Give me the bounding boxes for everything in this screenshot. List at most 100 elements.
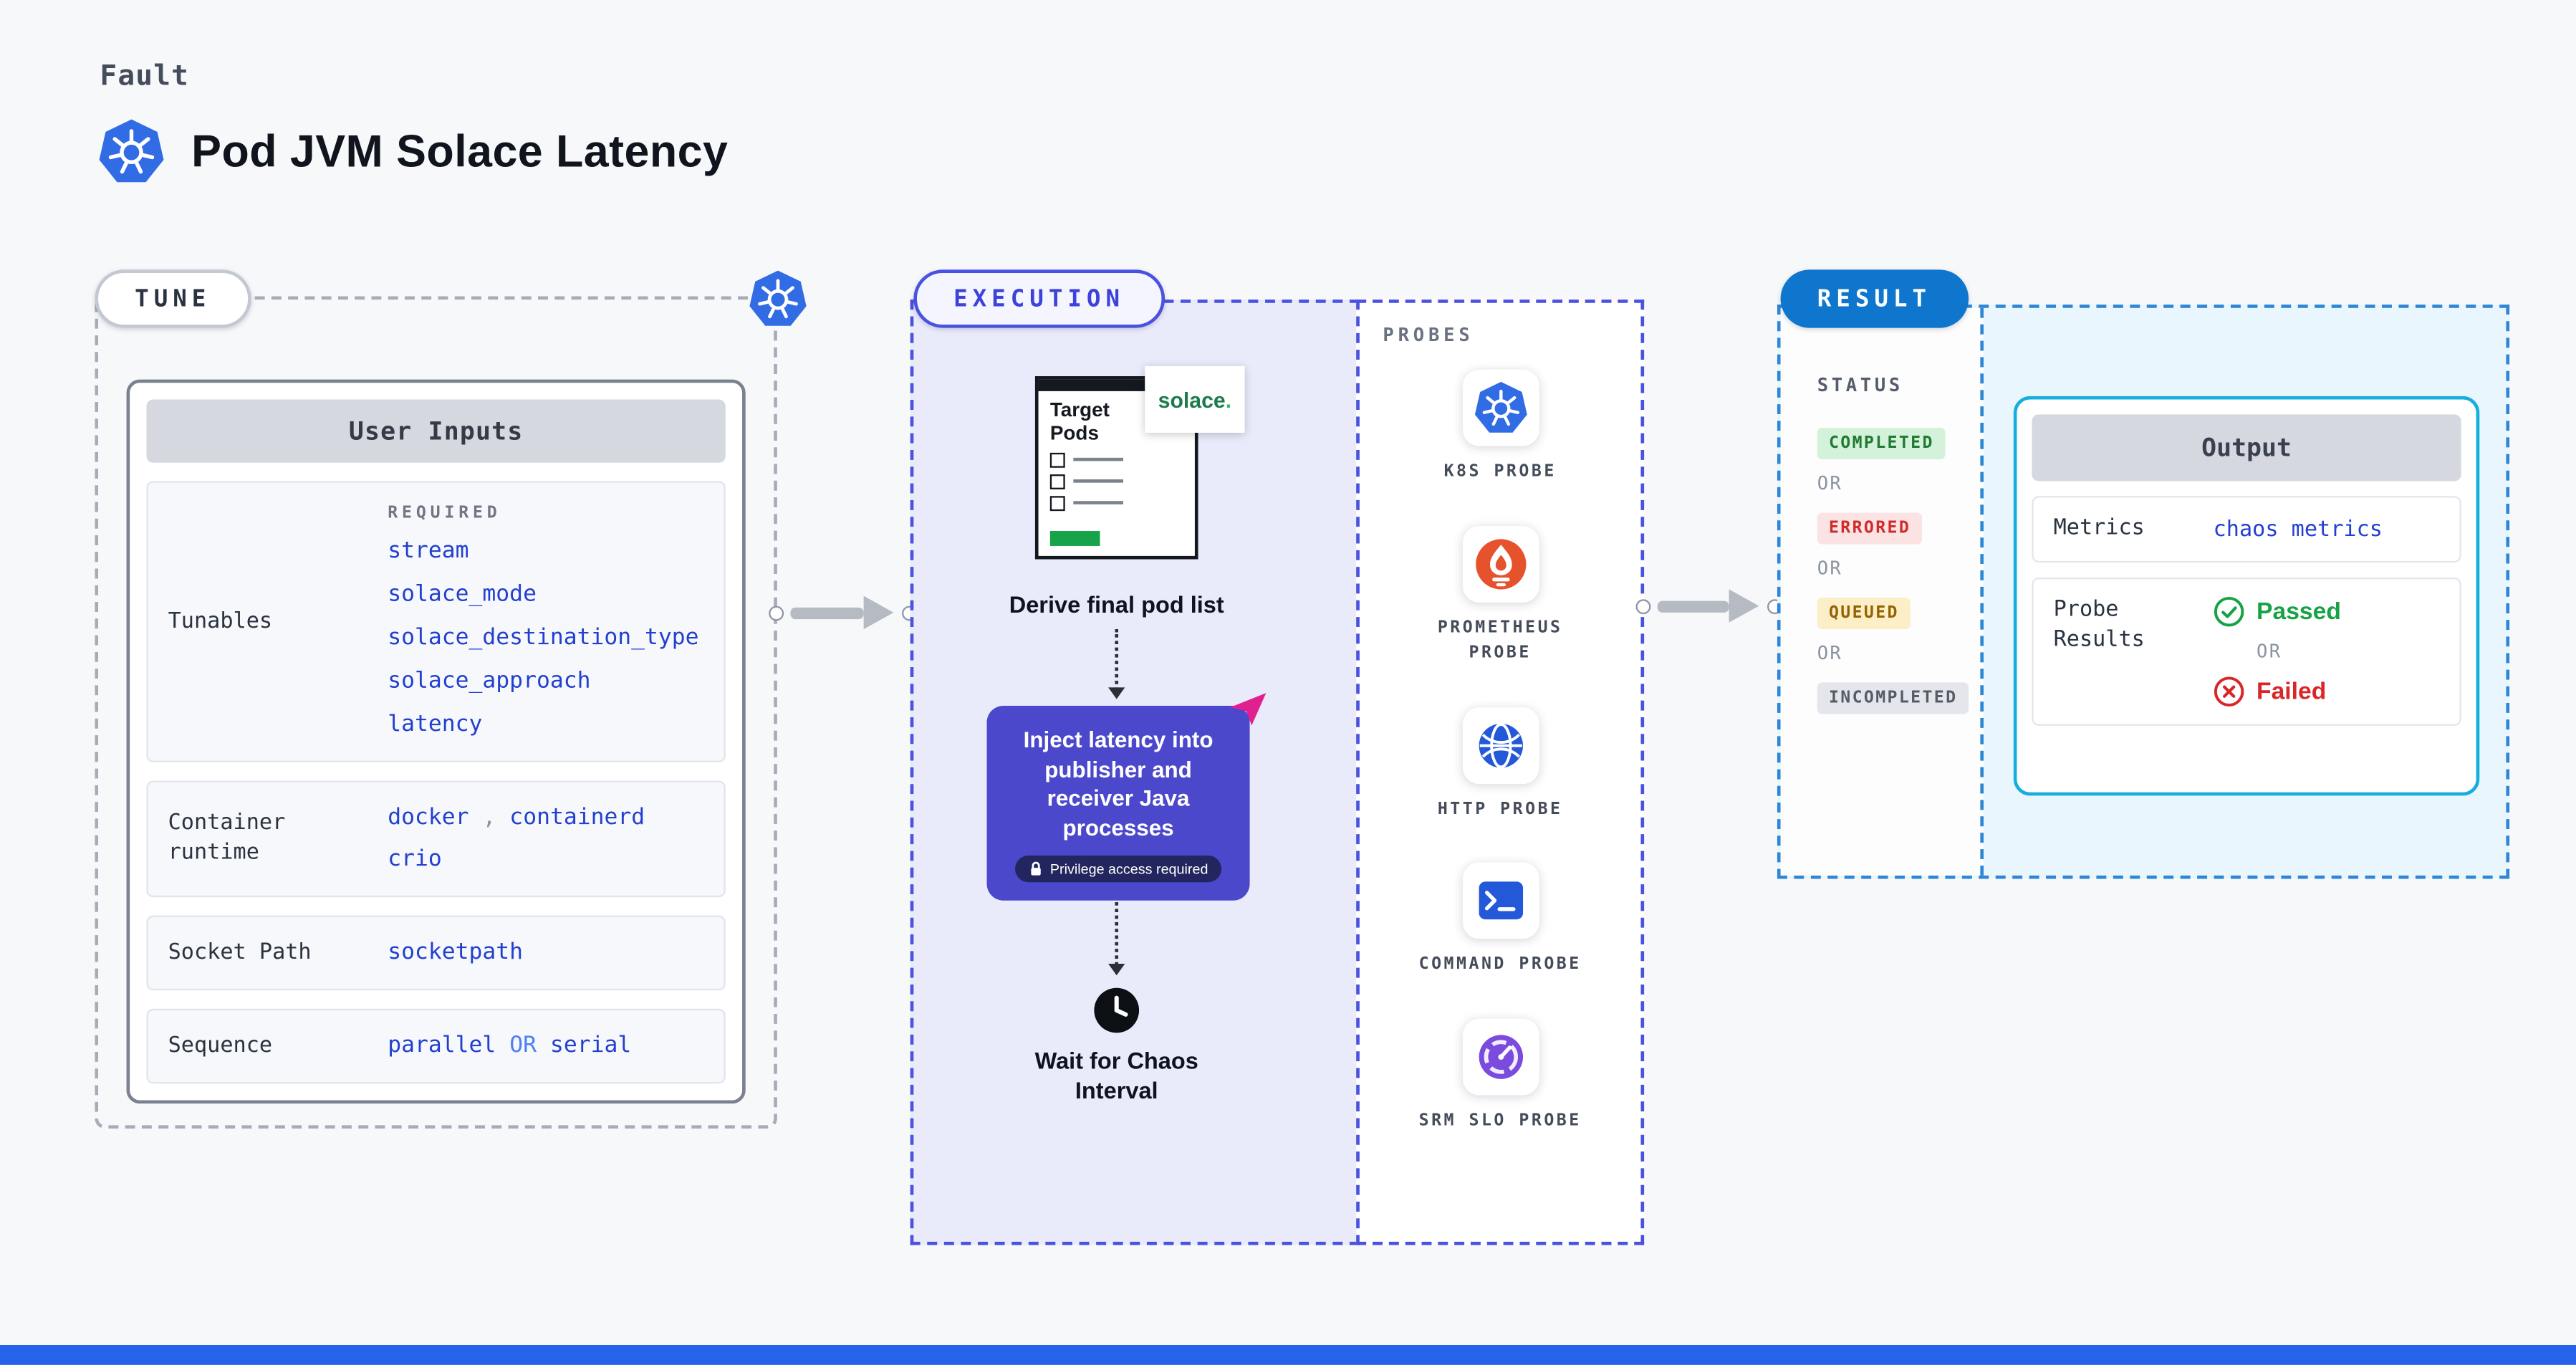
sequence-row: Sequence parallel OR serial (146, 1008, 726, 1084)
metrics-label: Metrics (2053, 516, 2145, 541)
probe-label: SRM SLO PROBE (1418, 1111, 1582, 1130)
arrow-line (1657, 600, 1729, 613)
target-pods-title: Target Pods (1049, 398, 1110, 444)
page-header: Pod JVM Solace Latency (97, 117, 729, 187)
status-badge-errored: ERRORED (1817, 512, 1923, 545)
runtime-separator: , (482, 804, 496, 831)
inject-latency-step: Inject latency into publisher and receiv… (986, 693, 1267, 901)
solace-logo: solace. (1145, 366, 1245, 433)
or-separator: OR (2256, 641, 2282, 663)
tunable-value: solace_mode (388, 580, 537, 608)
probe-card (1461, 369, 1539, 446)
probe-item-prometheus: PROMETHEUS PROBE (1408, 525, 1592, 666)
status-badge-incompleted: INCOMPLETED (1817, 682, 1969, 714)
text-line (1073, 500, 1124, 505)
or-separator: OR (1817, 557, 1843, 580)
progress-bar (1049, 531, 1100, 546)
probe-label: PROMETHEUS PROBE (1437, 618, 1563, 663)
privilege-badge-text: Privilege access required (1049, 861, 1208, 878)
probe-label: COMMAND PROBE (1418, 955, 1582, 974)
user-inputs-card: User Inputs Tunables REQUIRED stream sol… (126, 379, 746, 1104)
tune-badge: TUNE (95, 269, 251, 328)
user-inputs-title: User Inputs (146, 399, 726, 463)
output-title: Output (2032, 414, 2461, 482)
inject-latency-text: Inject latency into publisher and receiv… (1023, 727, 1213, 840)
tunable-value: latency (388, 710, 483, 738)
check-circle-icon (2214, 597, 2244, 627)
probe-results-values: Passed OR Failed (2214, 596, 2341, 708)
metrics-value: chaos metrics (2213, 517, 2383, 542)
socket-path-row: Socket Path socketpath (146, 915, 726, 991)
arrow-head (863, 595, 894, 630)
tunable-value: stream (388, 537, 469, 565)
output-card: Output Metrics chaos metrics Probe Resul… (2013, 396, 2480, 796)
tunables-values: REQUIRED stream solace_mode solace_desti… (388, 498, 698, 746)
bottom-accent-bar (0, 1344, 2576, 1365)
failed-verdict: Failed (2214, 676, 2341, 708)
derive-pod-list-caption: Derive final pod list (1009, 590, 1224, 618)
probe-item-k8s: K8S PROBE (1408, 369, 1592, 485)
probe-label: K8S PROBE (1443, 462, 1557, 482)
sequence-serial: serial (549, 1032, 632, 1059)
sequence-label: Sequence (168, 1033, 273, 1058)
execution-to-result-arrow (1629, 589, 1790, 626)
kubernetes-icon (99, 119, 164, 183)
probe-label: HTTP PROBE (1437, 800, 1563, 818)
passed-label: Passed (2256, 598, 2341, 626)
privilege-badge: Privilege access required (1015, 856, 1222, 883)
tunable-value: solace_approach (388, 667, 591, 694)
probe-item-http: HTTP PROBE (1408, 707, 1592, 822)
solace-logo-dot: . (1225, 387, 1232, 412)
tune-section (95, 296, 777, 1129)
tunables-row: Tunables REQUIRED stream solace_mode sol… (146, 481, 726, 762)
sequence-parallel: parallel (388, 1032, 496, 1059)
kubernetes-probe-icon (1474, 381, 1527, 433)
socket-path-label: Socket Path (168, 939, 312, 965)
clock-icon (1094, 987, 1140, 1033)
probe-card (1461, 525, 1539, 602)
probe-item-srm-slo: SRM SLO PROBE (1408, 1017, 1592, 1134)
execution-badge: EXECUTION (913, 269, 1165, 328)
connector-dot (769, 605, 784, 621)
probe-card (1461, 707, 1539, 783)
tunable-value: solace_destination_type (388, 624, 699, 651)
container-runtime-line1: docker , containerd (388, 798, 645, 839)
socket-path-value: socketpath (388, 939, 524, 966)
solace-logo-text: solace (1158, 387, 1226, 412)
command-probe-icon (1478, 881, 1522, 920)
failed-label: Failed (2256, 679, 2327, 706)
result-badge: RESULT (1780, 269, 1969, 328)
arrow-head (1729, 589, 1759, 623)
runtime-containerd: containerd (509, 804, 645, 831)
status-badge-completed: COMPLETED (1817, 428, 1946, 460)
status-panel: STATUS COMPLETED OR ERRORED OR QUEUED OR… (1780, 307, 1984, 876)
container-runtime-label: Container runtime (168, 811, 286, 866)
wait-chaos-interval-caption: Wait for Chaos Interval (1034, 1047, 1198, 1104)
checkbox-icon (1049, 451, 1065, 467)
pod-list-item (1049, 474, 1195, 489)
probe-card (1461, 862, 1539, 939)
or-separator: OR (1817, 472, 1843, 494)
tunables-label: Tunables (168, 608, 273, 634)
container-runtime-values: docker , containerd crio (388, 798, 645, 881)
required-label: REQUIRED (388, 504, 501, 523)
target-pods-window: Target Pods (1034, 375, 1198, 560)
container-runtime-row: Container runtime docker , containerd cr… (146, 780, 726, 898)
tune-to-execution-arrow (762, 595, 926, 633)
prometheus-probe-icon (1475, 538, 1526, 589)
page-title: Pod JVM Solace Latency (191, 125, 729, 176)
probes-title: PROBES (1383, 324, 1474, 347)
text-line (1073, 457, 1124, 462)
status-title: STATUS (1817, 374, 1903, 396)
srm-slo-probe-icon (1478, 1034, 1522, 1078)
probe-results-label: Probe Results (2053, 598, 2145, 653)
status-badge-queued: QUEUED (1817, 597, 1911, 630)
flow-arrow-down (1108, 895, 1125, 976)
http-probe-icon (1478, 722, 1522, 768)
pod-list-item (1049, 495, 1195, 511)
checkbox-icon (1049, 495, 1065, 511)
passed-verdict: Passed (2214, 596, 2341, 628)
probe-item-command: COMMAND PROBE (1408, 862, 1592, 977)
sequence-value: parallel OR serial (388, 1025, 631, 1067)
